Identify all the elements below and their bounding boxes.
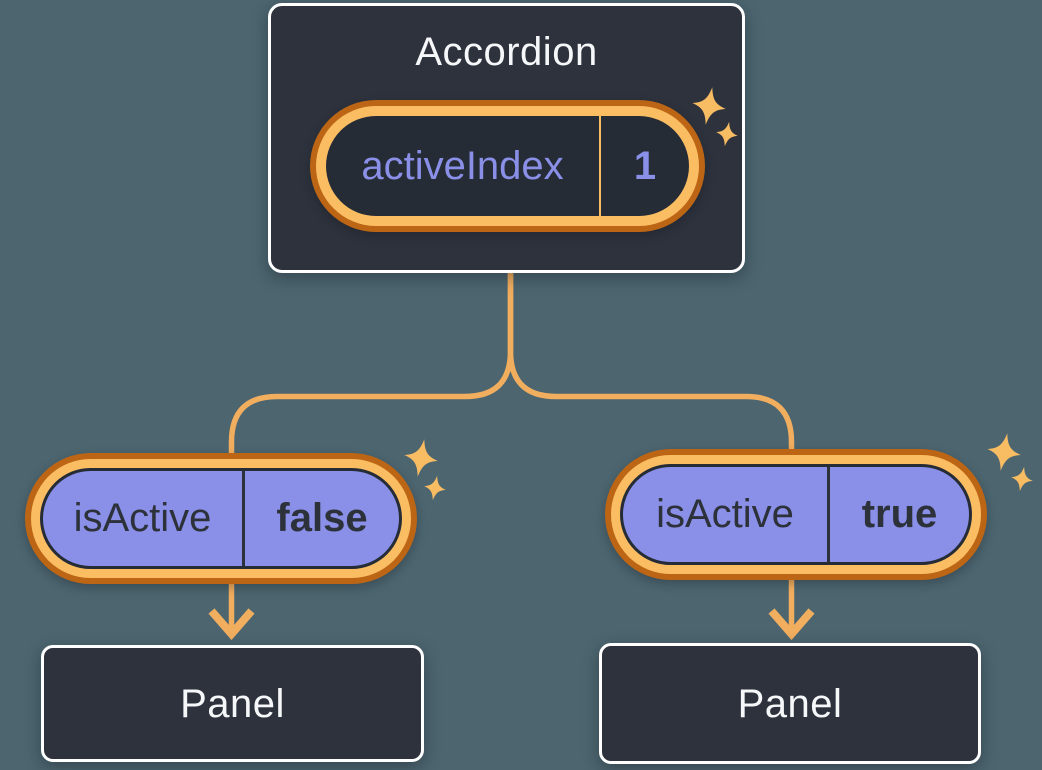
state-pill-body: activeIndex 1 bbox=[326, 116, 689, 216]
sparkle-icon bbox=[424, 475, 446, 501]
sparkle-icon bbox=[404, 439, 438, 477]
sparkle-icon bbox=[987, 433, 1021, 471]
arrow-down-icon bbox=[208, 608, 255, 641]
accordion-node: Accordion activeIndex 1 bbox=[268, 3, 745, 273]
pill-divider bbox=[599, 116, 601, 216]
arrow-down-icon bbox=[768, 608, 815, 641]
panel-title: Panel bbox=[180, 681, 285, 726]
prop-pill-body: isActive true bbox=[620, 464, 972, 565]
prop-pill-body: isActive false bbox=[40, 468, 402, 569]
state-pill-ring: activeIndex 1 bbox=[316, 106, 699, 226]
prop-name: isActive bbox=[656, 492, 794, 536]
panel-node-right: Panel bbox=[599, 643, 981, 764]
prop-value: false bbox=[276, 496, 368, 540]
accordion-title: Accordion bbox=[415, 30, 598, 74]
state-name: activeIndex bbox=[361, 143, 564, 188]
prop-pill-ring: isActive true bbox=[611, 455, 981, 574]
state-value: 1 bbox=[633, 143, 657, 188]
panel-title: Panel bbox=[737, 681, 843, 726]
prop-pill-left: isActive false bbox=[25, 453, 417, 584]
panel-node-left: Panel bbox=[41, 645, 424, 762]
state-pill: activeIndex 1 bbox=[310, 100, 705, 232]
sparkles-icon bbox=[987, 433, 1033, 492]
pill-divider bbox=[827, 467, 830, 562]
prop-pill-ring: isActive false bbox=[31, 459, 411, 578]
prop-name: isActive bbox=[73, 496, 212, 540]
prop-pill-right: isActive true bbox=[605, 449, 987, 580]
prop-value: true bbox=[861, 492, 938, 536]
sparkle-icon bbox=[1011, 466, 1033, 492]
